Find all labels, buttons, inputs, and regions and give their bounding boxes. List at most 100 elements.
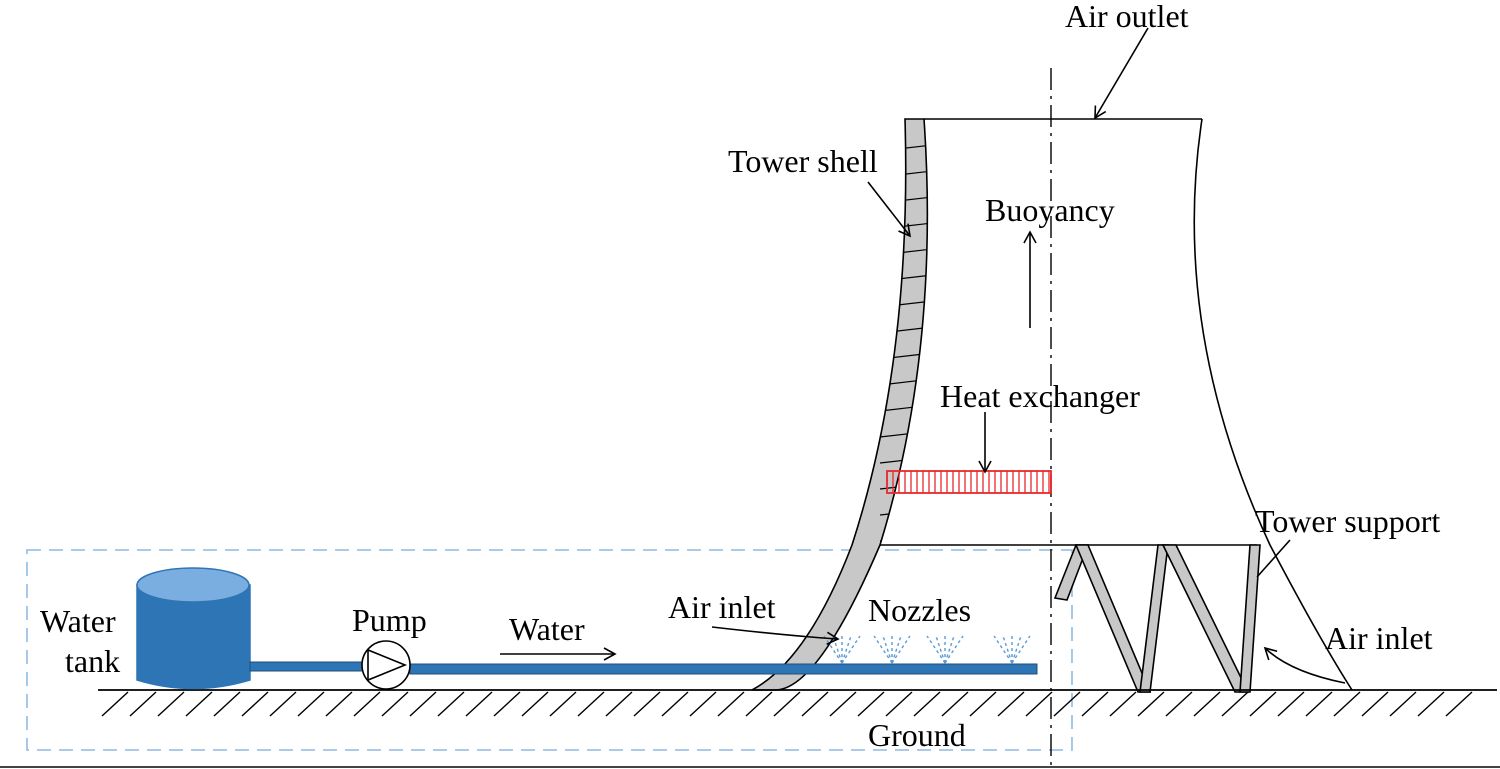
nozzle-spray-icon [873, 635, 911, 664]
ground-hatch-line [1221, 691, 1249, 717]
ground-hatch-line [185, 691, 213, 717]
ground-hatch-line [605, 691, 633, 717]
ground-hatch-line [465, 691, 493, 717]
ground-hatch-line [689, 691, 717, 717]
ground-hatch-line [745, 691, 773, 717]
nozzle-spray-ray [832, 635, 843, 664]
ground-hatch-line [1193, 691, 1221, 717]
shell-hatch-line [879, 532, 928, 542]
pipe-pump-to-nozzles [409, 663, 1038, 675]
air-inlet-left-arrow [711, 626, 840, 646]
ground-hatch-line [241, 691, 269, 717]
air-inlet-right-label: Air inlet [1325, 620, 1433, 656]
nozzle-spray-ray [873, 635, 893, 664]
ground-hatch-line [353, 691, 381, 717]
ground-hatch-line [1445, 691, 1473, 717]
pump-icon [361, 640, 411, 690]
ground-hatch-line [409, 691, 437, 717]
ground-hatch-line [661, 691, 689, 717]
nozzle-spray-ray [993, 635, 1013, 664]
tower-right-profile [1193, 118, 1353, 691]
ground-hatch-line [1333, 691, 1361, 717]
nozzle-spray-ray [935, 635, 946, 664]
air-outlet-arrow [1094, 27, 1149, 120]
ground-hatch-line [1165, 691, 1193, 717]
ground [98, 689, 1497, 717]
ground-hatch-line [969, 691, 997, 717]
nozzle-spray-ray [944, 635, 964, 664]
heat-exchanger [886, 470, 1052, 494]
nozzle-spray-ray [1002, 635, 1013, 664]
tower-support-leader [1256, 539, 1291, 578]
ground-hatch-line [1389, 691, 1417, 717]
pipe-tank-to-pump [249, 661, 364, 672]
nozzle-spray-ray [891, 635, 911, 664]
ground-hatch-line [1137, 691, 1165, 717]
nozzle-spray-ray [882, 635, 893, 664]
nozzle-spray-icon [926, 635, 964, 664]
ground-hatch-line [633, 691, 661, 717]
ground-hatch-line [1249, 691, 1277, 717]
nozzle-spray-ray [841, 635, 852, 664]
ground-hatch-line [1053, 691, 1081, 717]
water-label: Water [509, 611, 585, 647]
ground-hatch-line [829, 691, 857, 717]
ground-hatch-line [941, 691, 969, 717]
nozzle-spray-ray [926, 635, 946, 664]
pump-label: Pump [352, 602, 427, 638]
air-inlet-right-arrow [1263, 646, 1346, 684]
tower-support-label: Tower support [1255, 503, 1440, 539]
nozzle-spray-ray [1011, 635, 1031, 664]
nozzle-spray-icon [823, 635, 861, 664]
ground-hatch-line [577, 691, 605, 717]
ground-hatch-line [437, 691, 465, 717]
ground-hatch-line [857, 691, 885, 717]
ground-hatch-line [801, 691, 829, 717]
ground-hatch-line [521, 691, 549, 717]
ground-hatch-line [997, 691, 1025, 717]
nozzle-spray-ray [1011, 635, 1022, 664]
tower-supports [1053, 544, 1261, 693]
ground-hatch-line [1305, 691, 1333, 717]
ground-hatch-line [885, 691, 913, 717]
nozzle-spray-ray [891, 635, 902, 664]
shell-hatch-line [879, 636, 928, 646]
shell-hatch-line [879, 376, 928, 386]
ground-hatch-line [325, 691, 353, 717]
water-system-boundary [26, 549, 1073, 751]
ground-hatch-line [773, 691, 801, 717]
nozzle-spray-ray [944, 635, 955, 664]
ground-hatch-line [1081, 691, 1109, 717]
ground-hatch-line [1277, 691, 1305, 717]
water-tank-label-line1: Water [40, 603, 116, 639]
ground-hatch-line [157, 691, 185, 717]
tower-shell-label: Tower shell [728, 143, 878, 179]
water-tank-icon [136, 567, 251, 690]
water-tank-label-line2: tank [65, 643, 120, 679]
heat-exchanger-label: Heat exchanger [940, 378, 1140, 414]
ground-hatch-line [913, 691, 941, 717]
ground-hatch-line [381, 691, 409, 717]
nozzle-spray-ray [841, 635, 861, 664]
ground-hatch-line [549, 691, 577, 717]
ground-hatch-line [101, 691, 129, 717]
ground-hatch-line [1417, 691, 1445, 717]
shell-hatch-line [879, 558, 928, 568]
air-inlet-left-label: Air inlet [668, 589, 776, 625]
ground-hatch-line [1109, 691, 1137, 717]
buoyancy-label: Buoyancy [985, 192, 1115, 228]
ground-hatch-line [269, 691, 297, 717]
ground-hatch-line [129, 691, 157, 717]
ground-hatch-line [1025, 691, 1053, 717]
nozzles-group [823, 635, 1031, 664]
ground-label: Ground [868, 717, 966, 753]
ground-hatch-line [297, 691, 325, 717]
tower-shell-arrow [867, 181, 912, 238]
ground-hatch-line [1361, 691, 1389, 717]
ground-hatch-line [213, 691, 241, 717]
nozzle-spray-icon [993, 635, 1031, 664]
nozzles-label: Nozzles [868, 592, 971, 628]
ground-hatch-line [493, 691, 521, 717]
